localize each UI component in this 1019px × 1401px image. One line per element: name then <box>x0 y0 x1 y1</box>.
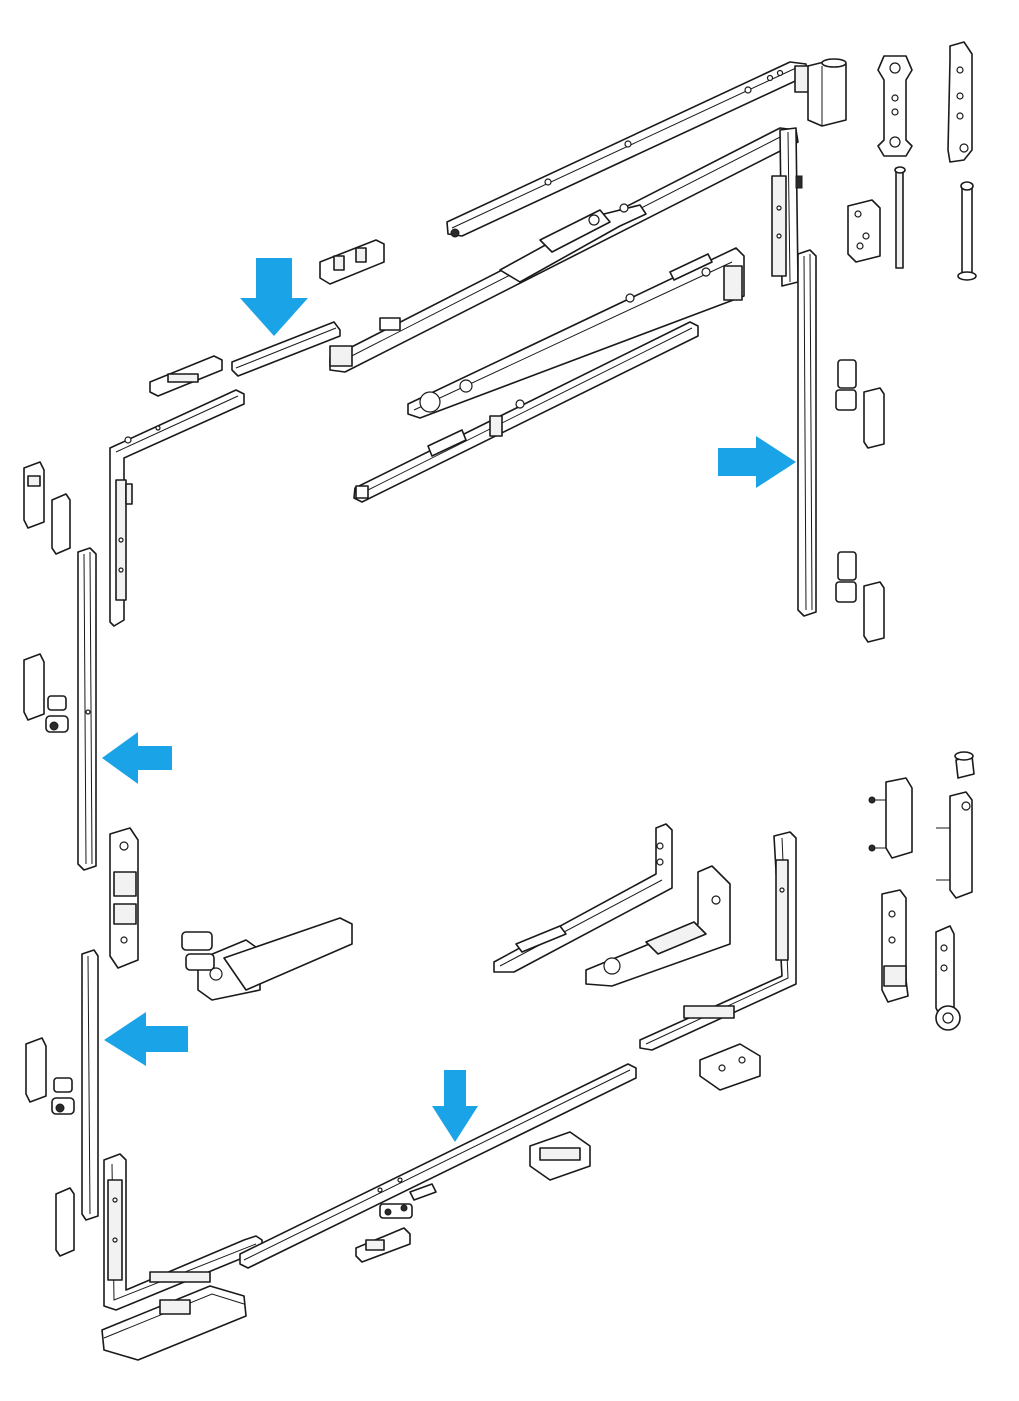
left-corner-drive-top <box>109 389 245 627</box>
keeper-left-1 <box>23 461 45 529</box>
arrow-bottom-mid <box>432 1070 478 1142</box>
keeper-top <box>319 239 385 285</box>
scissor-guide <box>407 247 745 419</box>
arrow-left-upper <box>102 732 172 784</box>
corner-hinge-bearing <box>585 865 731 987</box>
left-lower-rail <box>81 949 99 1221</box>
keeper-top-2 <box>231 321 341 377</box>
hinge-top-right-1 <box>877 55 913 157</box>
keeper-block <box>529 1131 591 1181</box>
keeper-right-1 <box>835 359 857 411</box>
hinge-bottom-right-1 <box>868 777 913 859</box>
locking-cam-bottom <box>379 1183 437 1219</box>
top-stay-arm <box>446 61 810 238</box>
keeper-right-lower <box>699 1043 761 1091</box>
keeper-left-4 <box>25 1037 47 1103</box>
lock-plate-top <box>149 355 223 397</box>
right-rail <box>797 249 817 617</box>
keeper-right-2 <box>863 387 885 449</box>
hinge-pins <box>894 166 977 281</box>
bottom-corner-drive <box>103 1153 263 1311</box>
top-hinge-block <box>807 58 847 127</box>
gear-box <box>109 827 139 969</box>
arrow-right-mid <box>718 436 796 488</box>
arrow-top-left <box>240 258 308 336</box>
locking-cam-left-2 <box>51 1077 75 1115</box>
keeper-bottom <box>355 1227 411 1263</box>
hinge-bottom-right-4 <box>935 925 961 1031</box>
top-right-corner-drive <box>771 127 803 287</box>
bottom-corner-block <box>101 1285 247 1361</box>
keeper-left-5 <box>55 1187 75 1257</box>
guide-arm-lower <box>353 321 699 503</box>
hinge-bottom-right-3 <box>881 889 909 1003</box>
keeper-left-3 <box>23 653 45 721</box>
corner-hinge-bracket <box>493 823 673 973</box>
keeper-right-3 <box>835 551 857 603</box>
hinge-bottom-right-2 <box>936 791 973 899</box>
keeper-left-2 <box>51 493 71 555</box>
hinge-top-right-2 <box>947 41 973 163</box>
left-center-rail <box>77 547 97 871</box>
arrow-left-lower <box>104 1012 188 1066</box>
bottom-rail <box>239 1063 637 1269</box>
hinge-plate <box>847 199 881 263</box>
scissor-arm <box>329 127 799 373</box>
window-handle <box>181 917 353 1001</box>
locking-cam-left-1 <box>45 695 69 733</box>
right-corner-drive-lower <box>639 831 797 1051</box>
keeper-right-4 <box>863 581 885 643</box>
hinge-cap <box>954 751 975 779</box>
